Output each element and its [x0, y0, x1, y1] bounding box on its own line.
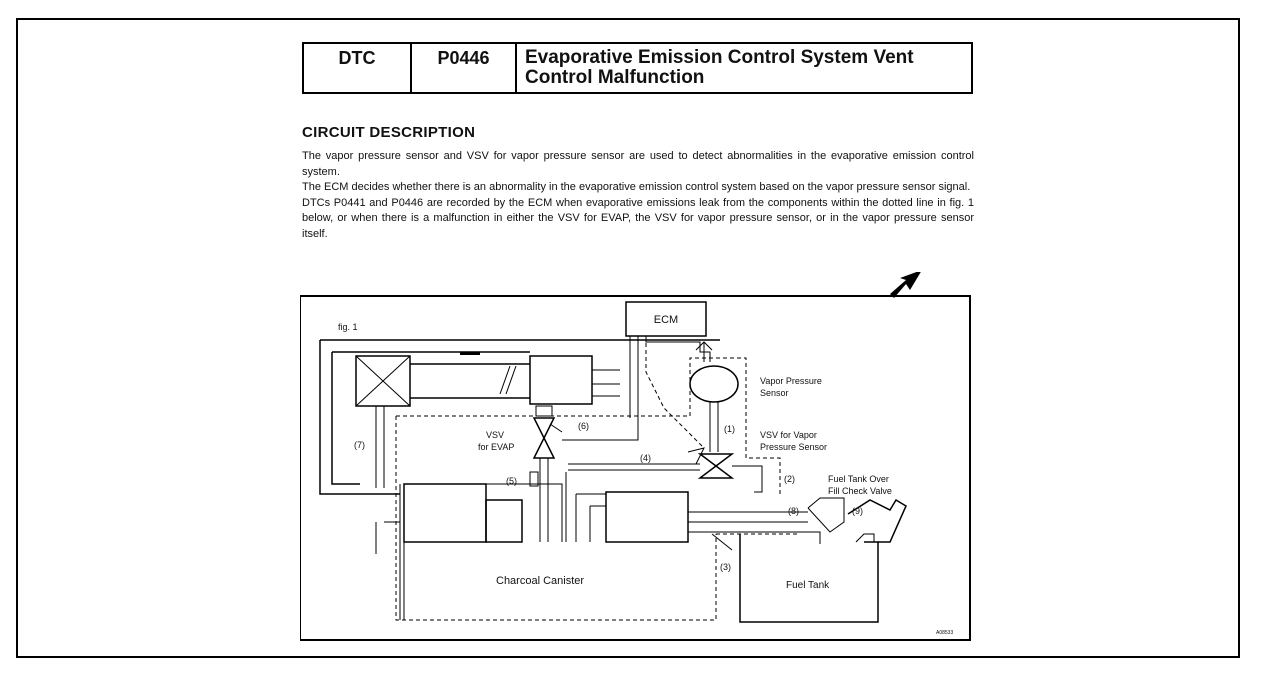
vsv-evap-label-1: VSV: [486, 430, 504, 440]
dtc-header-table: DTC P0446 Evaporative Emission Control S…: [302, 42, 973, 94]
ecm-label: ECM: [654, 314, 678, 326]
description-paragraph: DTCs P0441 and P0446 are recorded by the…: [302, 196, 974, 240]
purge-chamber: [605, 491, 689, 543]
marker-6: (6): [578, 421, 589, 431]
page-frame: [16, 18, 1240, 658]
overfill-label-2: Fill Check Valve: [828, 486, 892, 496]
marker-2: (2): [784, 474, 795, 484]
marker-3: (3): [720, 562, 731, 572]
description-paragraph: The ECM decides whether there is an abno…: [302, 181, 971, 193]
arrow-icon: [890, 272, 921, 298]
fuel-tank: [739, 534, 879, 623]
marker-4: (4): [640, 453, 651, 463]
vsv-vapor-valve: [697, 453, 735, 479]
evap-system-diagram: fig. 1 P A08533 ECM (7) (6) Vapor Pressu…: [300, 272, 971, 641]
air-cleaner: [355, 355, 411, 407]
dtc-title: Evaporative Emission Control System Vent…: [525, 47, 914, 88]
filler-neck: [847, 498, 907, 543]
marker-9: (9): [852, 506, 863, 516]
dtc-code: P0446: [412, 44, 517, 92]
description-paragraph: The vapor pressure sensor and VSV for va…: [302, 150, 974, 178]
ref-code: A08533: [936, 630, 953, 636]
fig-label: fig. 1: [338, 322, 358, 332]
ecm-box: [625, 301, 707, 337]
marker-8: (8): [788, 506, 799, 516]
vsv-vapor-label-1: VSV for Vapor: [760, 430, 817, 440]
circuit-description: The vapor pressure sensor and VSV for va…: [302, 149, 974, 242]
vsv-evap-valve: [532, 417, 556, 459]
section-heading: CIRCUIT DESCRIPTION: [302, 124, 476, 141]
fuel-tank-label: Fuel Tank: [786, 580, 830, 591]
marker-7: (7): [354, 440, 365, 450]
dtc-label: DTC: [304, 44, 412, 92]
vps-label-2: Sensor: [760, 388, 789, 398]
marker-1: (1): [724, 424, 735, 434]
vps-label-1: Vapor Pressure: [760, 376, 822, 386]
throttle-body: [529, 355, 593, 405]
canister-chamber: [403, 483, 487, 543]
vsv-vapor-label-2: Pressure Sensor: [760, 442, 827, 452]
overfill-label-1: Fuel Tank Over: [828, 474, 889, 484]
vapor-pressure-sensor: [689, 365, 739, 403]
diagram-frame: [300, 295, 971, 641]
charcoal-canister-label: Charcoal Canister: [496, 575, 584, 587]
marker-5: (5): [506, 476, 517, 486]
vsv-evap-label-2: for EVAP: [478, 442, 514, 452]
